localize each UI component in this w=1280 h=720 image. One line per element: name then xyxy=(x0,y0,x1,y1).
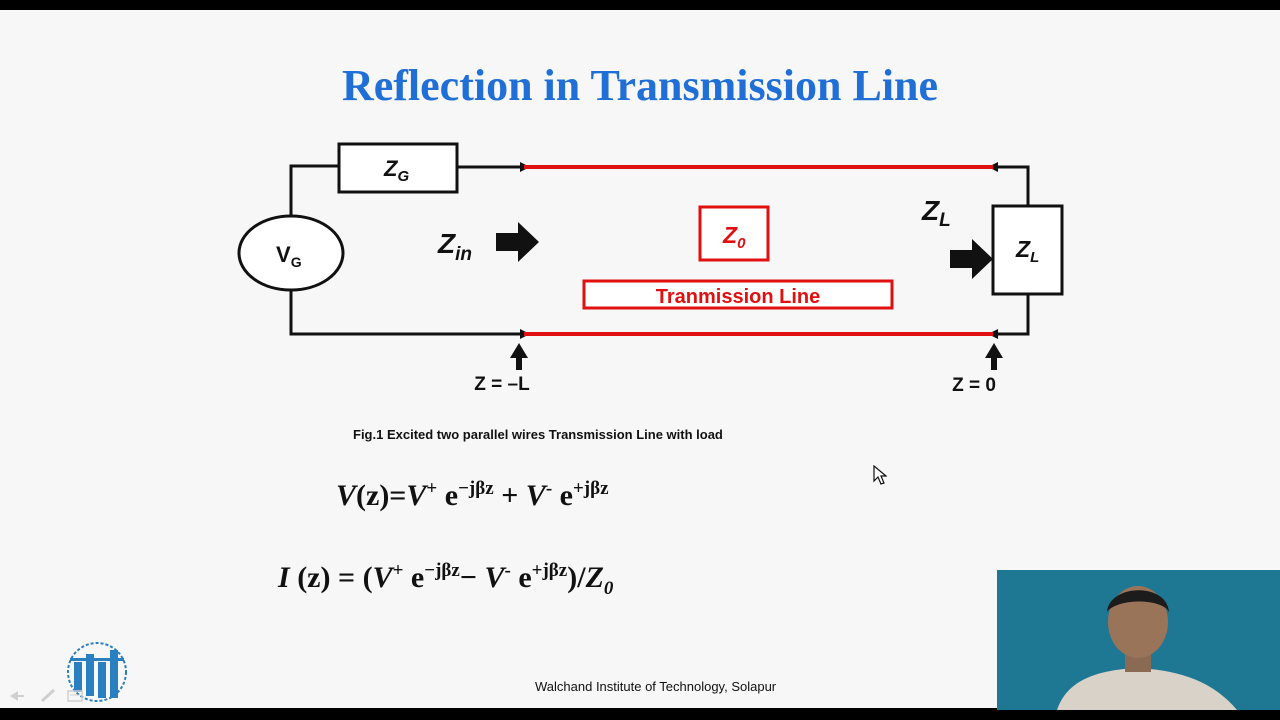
generator-impedance-label: ZG xyxy=(383,156,409,185)
presenter-silhouette xyxy=(997,570,1280,710)
voltage-source-symbol xyxy=(237,214,345,292)
marker-right-label: Z = 0 xyxy=(952,375,996,396)
transmission-line-diagram: VG ZG Zin Z0 Tranmission Line ZL ZL Z = … xyxy=(237,142,1064,396)
load-impedance-box-label: ZL xyxy=(1015,236,1039,266)
slide-navigation xyxy=(10,688,83,703)
voltage-source-label: VG xyxy=(276,242,302,270)
load-impedance-outside-label: ZL xyxy=(921,195,951,231)
institute-logo xyxy=(67,642,127,702)
marker-right-arrow xyxy=(985,343,1003,370)
voltage-equation: V(z)=V+ e−jβz + V- e+jβz xyxy=(336,478,609,512)
generator-impedance-box xyxy=(337,142,459,194)
menu-icon[interactable] xyxy=(67,690,83,702)
wire-generator-bottom xyxy=(289,290,522,336)
pen-tool-icon[interactable] xyxy=(40,688,56,703)
characteristic-impedance-box xyxy=(698,205,770,262)
prev-slide-icon[interactable] xyxy=(10,691,18,701)
slide-title: Reflection in Transmission Line xyxy=(341,61,939,110)
wire-load-top xyxy=(995,165,1030,206)
slide: Reflection in Transmission Line VG ZG Zi… xyxy=(0,10,1280,708)
current-equation: I (z) = (V+ e−jβz− V- e+jβz)/Z0 xyxy=(278,560,614,599)
wire-load-bottom xyxy=(995,294,1030,336)
presenter-video-feed xyxy=(997,570,1280,710)
characteristic-impedance-label: Z0 xyxy=(722,222,746,252)
marker-left-label: Z = –L xyxy=(474,374,530,395)
transmission-line-label-box xyxy=(582,279,894,310)
mouse-cursor-icon xyxy=(873,465,887,485)
load-impedance-box xyxy=(991,204,1064,296)
transmission-line-label: Tranmission Line xyxy=(656,286,820,308)
marker-left-arrow xyxy=(510,343,528,370)
input-impedance-arrow xyxy=(496,222,539,262)
wire-generator-top xyxy=(289,164,339,216)
input-impedance-label: Zin xyxy=(437,228,472,265)
load-impedance-arrow xyxy=(950,239,993,279)
footer-institute: Walchand Institute of Technology, Solapu… xyxy=(535,679,777,694)
figure-caption: Fig.1 Excited two parallel wires Transmi… xyxy=(353,427,723,442)
